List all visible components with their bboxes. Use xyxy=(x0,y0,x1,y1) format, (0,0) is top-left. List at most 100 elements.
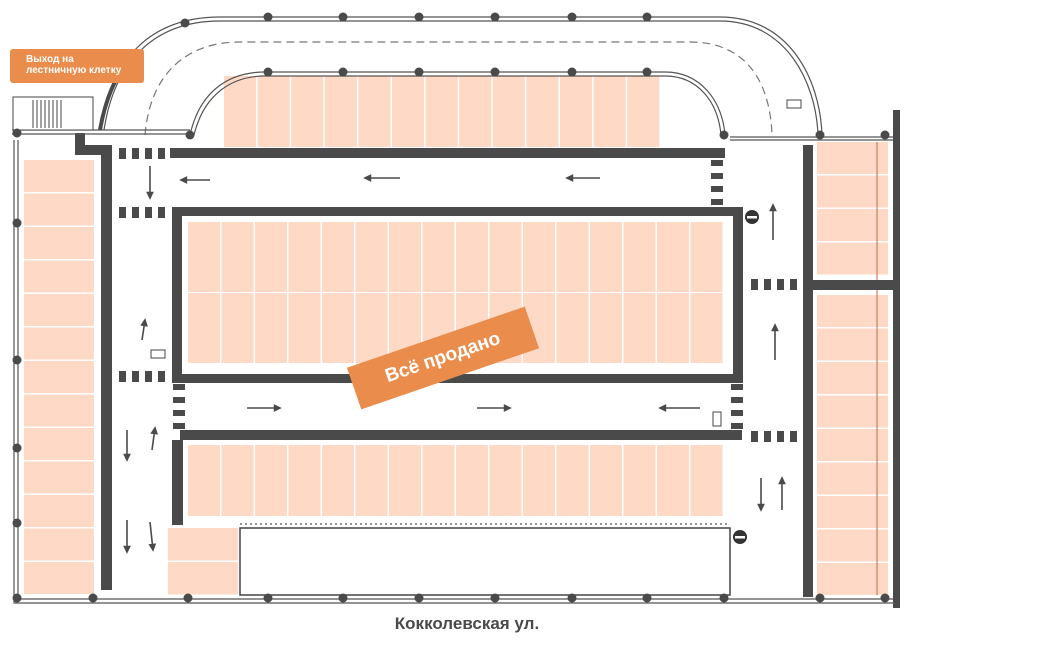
parking-spot xyxy=(526,76,559,147)
parking-spot xyxy=(392,76,425,147)
crosswalk-stripe xyxy=(119,207,126,218)
parking-spot xyxy=(556,293,589,363)
arrowhead xyxy=(140,318,148,327)
parking-spot xyxy=(255,445,287,516)
no-entry-icon xyxy=(745,210,759,224)
parking-spot xyxy=(188,293,220,363)
arrowhead xyxy=(769,203,777,212)
column xyxy=(567,67,577,77)
crosswalk-stripe xyxy=(777,279,784,290)
column xyxy=(12,355,22,365)
arrowhead xyxy=(123,453,131,462)
column xyxy=(567,12,577,22)
parking-spot xyxy=(657,293,689,363)
column xyxy=(338,67,348,77)
column xyxy=(490,593,500,603)
parking-spot xyxy=(817,175,888,208)
parking-spot xyxy=(456,445,488,516)
parking-spot xyxy=(817,529,888,562)
column xyxy=(185,130,195,140)
column xyxy=(642,67,652,77)
parking-spot xyxy=(24,361,94,393)
arrowhead xyxy=(146,191,154,200)
parking-spot xyxy=(657,222,689,292)
crosswalk-stripe xyxy=(711,186,723,192)
parking-spot xyxy=(324,76,357,147)
crosswalk-stripe xyxy=(764,431,771,442)
parking-spot xyxy=(627,76,660,147)
column xyxy=(338,12,348,22)
parking-spot xyxy=(288,222,321,292)
crosswalk-stripe xyxy=(132,371,139,382)
crosswalk-stripe xyxy=(158,207,165,218)
column xyxy=(642,593,652,603)
parking-spot xyxy=(221,222,254,292)
crosswalk-stripe xyxy=(173,397,185,403)
parking-spot xyxy=(623,293,656,363)
parking-spot xyxy=(168,528,238,561)
parking-spot xyxy=(355,445,388,516)
column xyxy=(338,593,348,603)
parking-spot xyxy=(817,496,888,528)
street-name: Кокколевская ул. xyxy=(394,614,540,633)
parking-spot xyxy=(224,76,257,147)
parking-spot xyxy=(24,193,94,226)
column xyxy=(880,130,890,140)
crosswalk-stripe xyxy=(790,431,797,442)
parking-spot xyxy=(422,222,455,292)
parking-spot xyxy=(623,222,656,292)
parking-spot xyxy=(24,260,94,293)
parking-spot xyxy=(817,209,888,241)
crosswalk-stripe xyxy=(731,397,743,403)
arrowhead xyxy=(363,174,372,182)
arrowhead xyxy=(778,476,786,485)
parking-spot xyxy=(322,222,354,292)
crosswalk-stripe xyxy=(145,371,152,382)
parking-spot xyxy=(556,222,589,292)
column xyxy=(263,67,273,77)
arrowhead xyxy=(503,404,512,412)
stairs-icon xyxy=(12,96,94,131)
parking-spot xyxy=(288,445,321,516)
parking-spot xyxy=(389,222,421,292)
column xyxy=(815,593,825,603)
parking-spot xyxy=(817,462,888,495)
crosswalk-stripe xyxy=(790,279,797,290)
parking-spot xyxy=(560,76,593,147)
parking-spot xyxy=(690,222,723,292)
crosswalk-stripe xyxy=(711,173,723,179)
parking-spot xyxy=(817,328,888,361)
crosswalk-stripe xyxy=(731,423,743,429)
crosswalk-stripe xyxy=(173,384,185,390)
crosswalk-stripe xyxy=(119,371,126,382)
crosswalk-stripe xyxy=(173,410,185,416)
parking-spot xyxy=(255,222,287,292)
parking-spot xyxy=(489,222,522,292)
crosswalk-stripe xyxy=(158,148,165,159)
parking-spot xyxy=(590,445,622,516)
parking-spot xyxy=(358,76,391,147)
crosswalk-stripe xyxy=(158,371,165,382)
crosswalk-stripe xyxy=(777,431,784,442)
parking-spot xyxy=(489,445,522,516)
walls xyxy=(75,110,900,608)
column xyxy=(490,12,500,22)
parking-spot xyxy=(257,76,290,147)
column xyxy=(815,130,825,140)
crosswalk-stripe xyxy=(764,279,771,290)
arrowhead xyxy=(757,503,765,512)
column xyxy=(12,128,22,138)
column xyxy=(642,12,652,22)
parking-spot xyxy=(355,222,388,292)
parking-sign-icon xyxy=(150,99,802,427)
parking-spot xyxy=(24,428,94,460)
column xyxy=(567,593,577,603)
parking-spot xyxy=(590,293,622,363)
parking-spot xyxy=(817,242,888,275)
arrowhead xyxy=(148,543,157,552)
parking-spot xyxy=(456,222,488,292)
parking-spot xyxy=(221,445,254,516)
parking-spot xyxy=(593,76,626,147)
arrowhead xyxy=(150,426,159,435)
columns xyxy=(12,12,890,603)
